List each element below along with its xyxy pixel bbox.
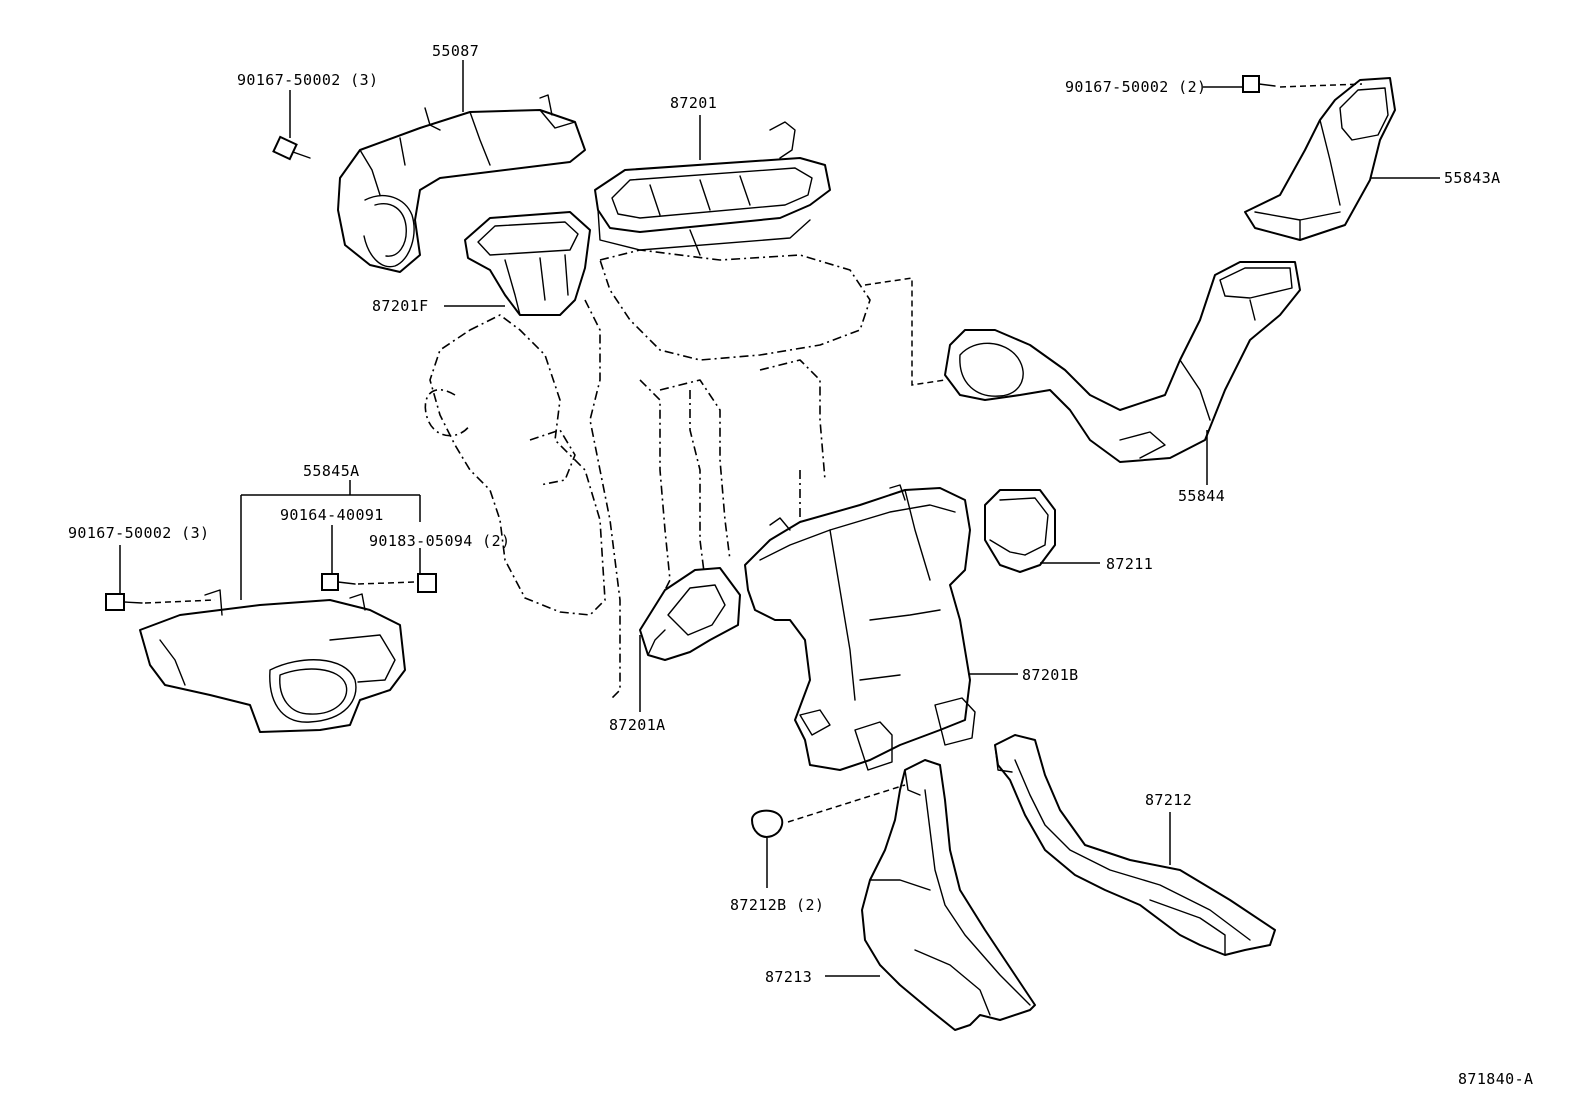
fasteners (105, 75, 1363, 838)
register-55845A (139, 589, 406, 733)
label-55844: 55844 (1178, 487, 1225, 505)
label-90164-40091: 90164-40091 (280, 506, 384, 524)
label-87213: 87213 (765, 968, 812, 986)
label-90183-05094: 90183-05094 (2) (369, 532, 510, 550)
screw-left (105, 593, 125, 611)
label-87212B: 87212B (2) (730, 896, 824, 914)
label-87201: 87201 (670, 94, 717, 112)
register-87201A (639, 567, 741, 661)
duct-55087 (337, 94, 586, 273)
duct-87213 (861, 759, 1036, 1031)
part-87211 (984, 489, 1056, 573)
leader-lines (119, 60, 1440, 977)
duct-87212 (994, 734, 1276, 956)
duct-87201B (744, 484, 976, 771)
label-90167-top-left: 90167-50002 (3) (237, 71, 378, 89)
label-87212: 87212 (1145, 791, 1192, 809)
figure-code: 871840-A (1458, 1070, 1533, 1088)
label-87211: 87211 (1106, 555, 1153, 573)
label-90167-top-right: 90167-50002 (2) (1065, 78, 1206, 96)
label-90167-left: 90167-50002 (3) (68, 524, 209, 542)
label-87201B: 87201B (1022, 666, 1079, 684)
part-labels: 55087 90167-50002 (3) 87201 90167-50002 … (68, 42, 1533, 1088)
label-55087: 55087 (432, 42, 479, 60)
label-55845A: 55845A (303, 462, 360, 480)
screw-top-right (1242, 75, 1260, 93)
clip-87212B (750, 809, 784, 838)
label-55843A: 55843A (1444, 169, 1501, 187)
heater-unit-phantom (424, 249, 946, 701)
label-87201F: 87201F (372, 297, 429, 315)
duct-55844 (944, 261, 1301, 463)
screw-90164 (321, 573, 339, 591)
label-87201A: 87201A (609, 716, 666, 734)
register-87201 (594, 121, 831, 256)
duct-55843A (1244, 77, 1396, 241)
register-87201F (464, 211, 591, 316)
screw-top-left (272, 135, 298, 161)
clip-90183 (417, 573, 437, 593)
